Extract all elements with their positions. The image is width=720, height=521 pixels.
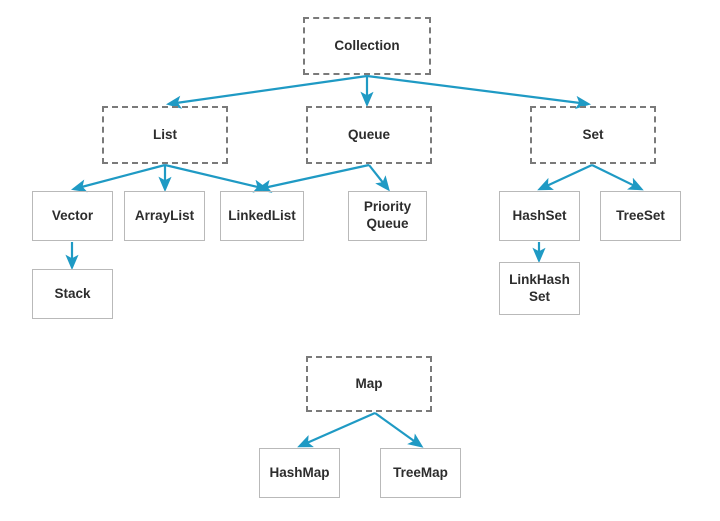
edge-collection-to-set (366, 74, 592, 109)
node-map[interactable]: Map (306, 356, 432, 412)
edge-map-to-treemap (374, 412, 424, 448)
node-collection[interactable]: Collection (303, 17, 431, 75)
node-hashset[interactable]: HashSet (499, 191, 580, 241)
node-list[interactable]: List (102, 106, 228, 164)
edge-map-to-hashmap (297, 411, 376, 448)
node-label-vector: Vector (51, 207, 94, 223)
node-stack[interactable]: Stack (32, 269, 113, 319)
node-label-set: Set (582, 126, 604, 142)
node-vector[interactable]: Vector (32, 191, 113, 241)
edge-collection-to-list (165, 74, 368, 109)
node-label-list: List (152, 126, 177, 142)
node-hashmap[interactable]: HashMap (259, 448, 340, 498)
edge-queue-to-priorityqueue (368, 164, 390, 192)
node-treemap[interactable]: TreeMap (380, 448, 461, 498)
node-treeset[interactable]: TreeSet (600, 191, 681, 241)
node-label-treemap: TreeMap (393, 464, 448, 480)
node-label-collection: Collection (334, 37, 400, 53)
edge-set-to-treeset (591, 164, 644, 191)
node-priorityqueue[interactable]: Priority Queue (348, 191, 427, 241)
node-label-priorityqueue: Priority Queue (363, 199, 412, 231)
node-label-hashset: HashSet (512, 207, 567, 223)
node-label-queue: Queue (347, 126, 390, 142)
edge-list-to-linkedlist (164, 163, 269, 193)
node-label-hashmap: HashMap (269, 464, 330, 480)
edge-list-to-vector (71, 163, 166, 193)
node-label-map: Map (355, 375, 383, 391)
node-label-linkhashset: LinkHash Set (509, 271, 570, 304)
node-label-stack: Stack (54, 285, 91, 301)
node-queue[interactable]: Queue (306, 106, 432, 164)
edge-set-to-hashset (537, 164, 593, 191)
node-label-treeset: TreeSet (616, 207, 665, 223)
node-label-linkedlist: LinkedList (228, 207, 296, 223)
node-set[interactable]: Set (530, 106, 656, 164)
node-linkhashset[interactable]: LinkHash Set (499, 262, 580, 315)
edge-queue-to-linkedlist (255, 163, 370, 193)
node-linkedlist[interactable]: LinkedList (220, 191, 304, 241)
node-arraylist[interactable]: ArrayList (124, 191, 205, 241)
node-label-arraylist: ArrayList (134, 207, 195, 223)
